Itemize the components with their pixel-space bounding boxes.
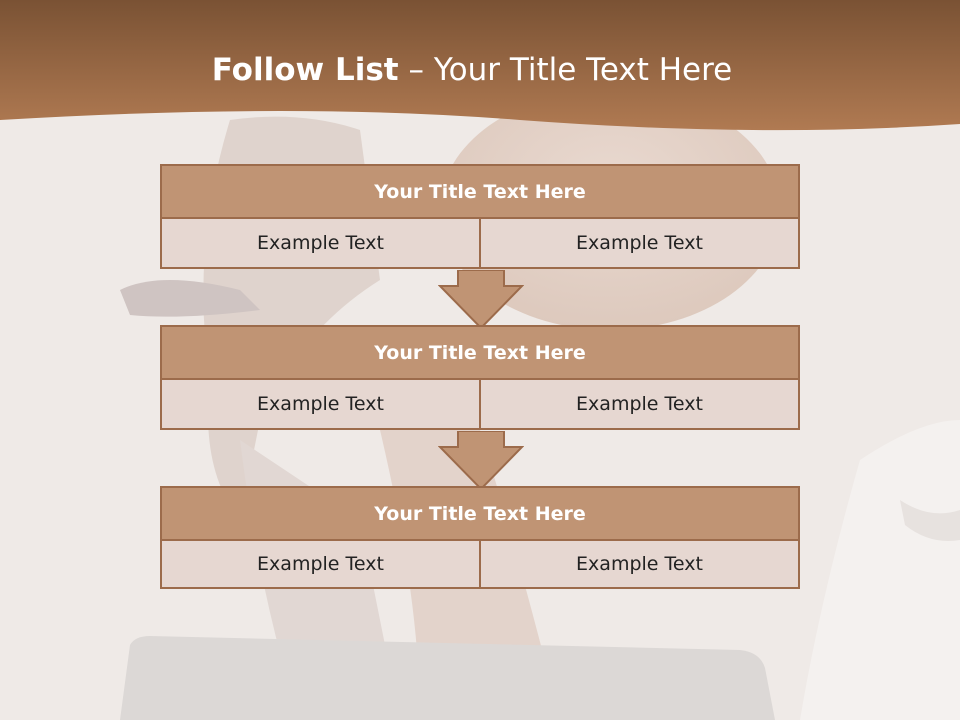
block-cell-left: Example Text [160,541,481,589]
block-cell-left: Example Text [160,219,481,269]
slide-title-bold: Follow List [211,52,399,88]
block-cell-left: Example Text [160,380,481,430]
block-cell-right: Example Text [481,541,800,589]
block-title: Your Title Text Here [160,164,800,219]
block-cell-right: Example Text [481,380,800,430]
block-title: Your Title Text Here [160,325,800,380]
down-arrow-icon [438,270,524,330]
down-arrow-icon [438,431,524,491]
list-block-1: Your Title Text Here Example Text Exampl… [160,164,800,269]
block-cells: Example Text Example Text [160,380,800,430]
block-title: Your Title Text Here [160,486,800,541]
block-cell-right: Example Text [481,219,800,269]
list-block-3: Your Title Text Here Example Text Exampl… [160,486,800,589]
list-block-2: Your Title Text Here Example Text Exampl… [160,325,800,430]
slide-title: Follow List – Your Title Text Here [0,52,944,88]
block-cells: Example Text Example Text [160,219,800,269]
block-cells: Example Text Example Text [160,541,800,589]
slide-title-rest: – Your Title Text Here [398,52,733,88]
